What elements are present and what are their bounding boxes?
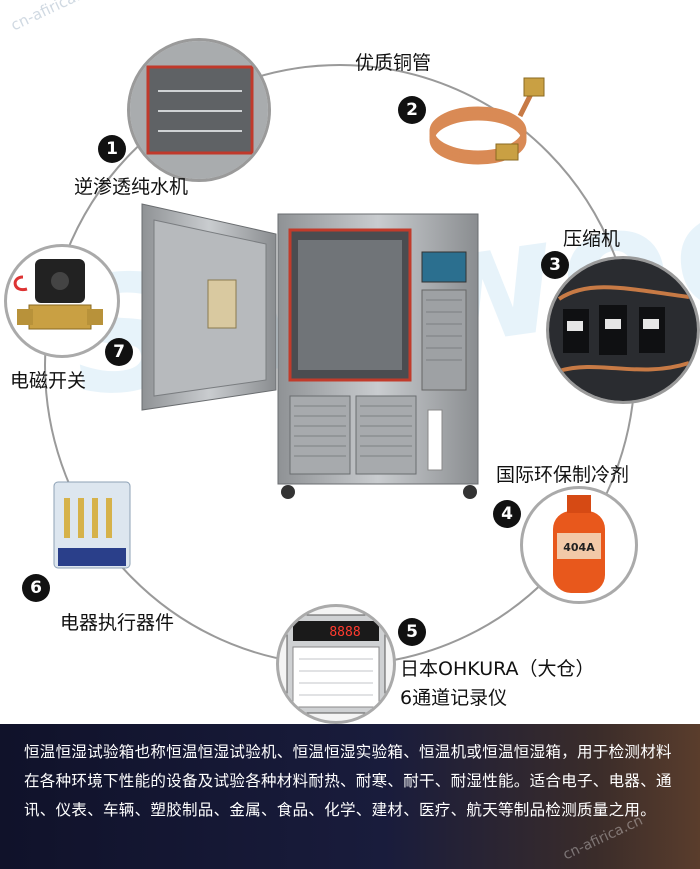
badge-2: 2	[398, 96, 426, 124]
badge-4: 4	[493, 500, 521, 528]
description-banner: 恒温恒湿试验箱也称恒温恒湿试验机、恒温恒湿实验箱、恒温机或恒温恒湿箱，用于检测材…	[0, 724, 700, 869]
refrigerant-cylinder-photo: 404A	[520, 486, 638, 604]
compressor-photo	[546, 256, 700, 404]
badge-6: 6	[22, 574, 50, 602]
solenoid-valve-photo	[4, 244, 120, 358]
badge-3: 3	[541, 251, 569, 279]
relay-photo	[48, 478, 136, 578]
badge-7: 7	[105, 338, 133, 366]
chart-recorder-photo: 8888	[276, 604, 396, 724]
label-solenoid-switch: 电磁开关	[10, 370, 87, 392]
copper-coil-photo	[420, 76, 550, 176]
component-diagram: Sanwood cn-afirica.cn	[4, 0, 700, 724]
label-refrigerant: 国际环保制冷剂	[496, 464, 630, 486]
description-text: 恒温恒湿试验箱也称恒温恒湿试验机、恒温恒湿实验箱、恒温机或恒温恒湿箱，用于检测材…	[24, 743, 672, 819]
water-purifier-chamber-photo	[127, 38, 271, 182]
badge-1: 1	[98, 135, 126, 163]
label-electrical-actuators: 电器执行器件	[60, 612, 175, 634]
label-ro-water-purifier: 逆渗透纯水机	[74, 176, 189, 198]
badge-5: 5	[398, 618, 426, 646]
recorder-display: 8888	[329, 625, 360, 640]
label-compressor: 压缩机	[563, 228, 621, 250]
cylinder-label-404a: 404A	[563, 541, 595, 554]
test-chamber-photo	[141, 203, 479, 499]
label-recorder-brand: 日本OHKURA（大仓）	[400, 658, 595, 680]
label-copper-tube: 优质铜管	[355, 52, 432, 74]
label-recorder-channels: 6通道记录仪	[400, 687, 508, 709]
